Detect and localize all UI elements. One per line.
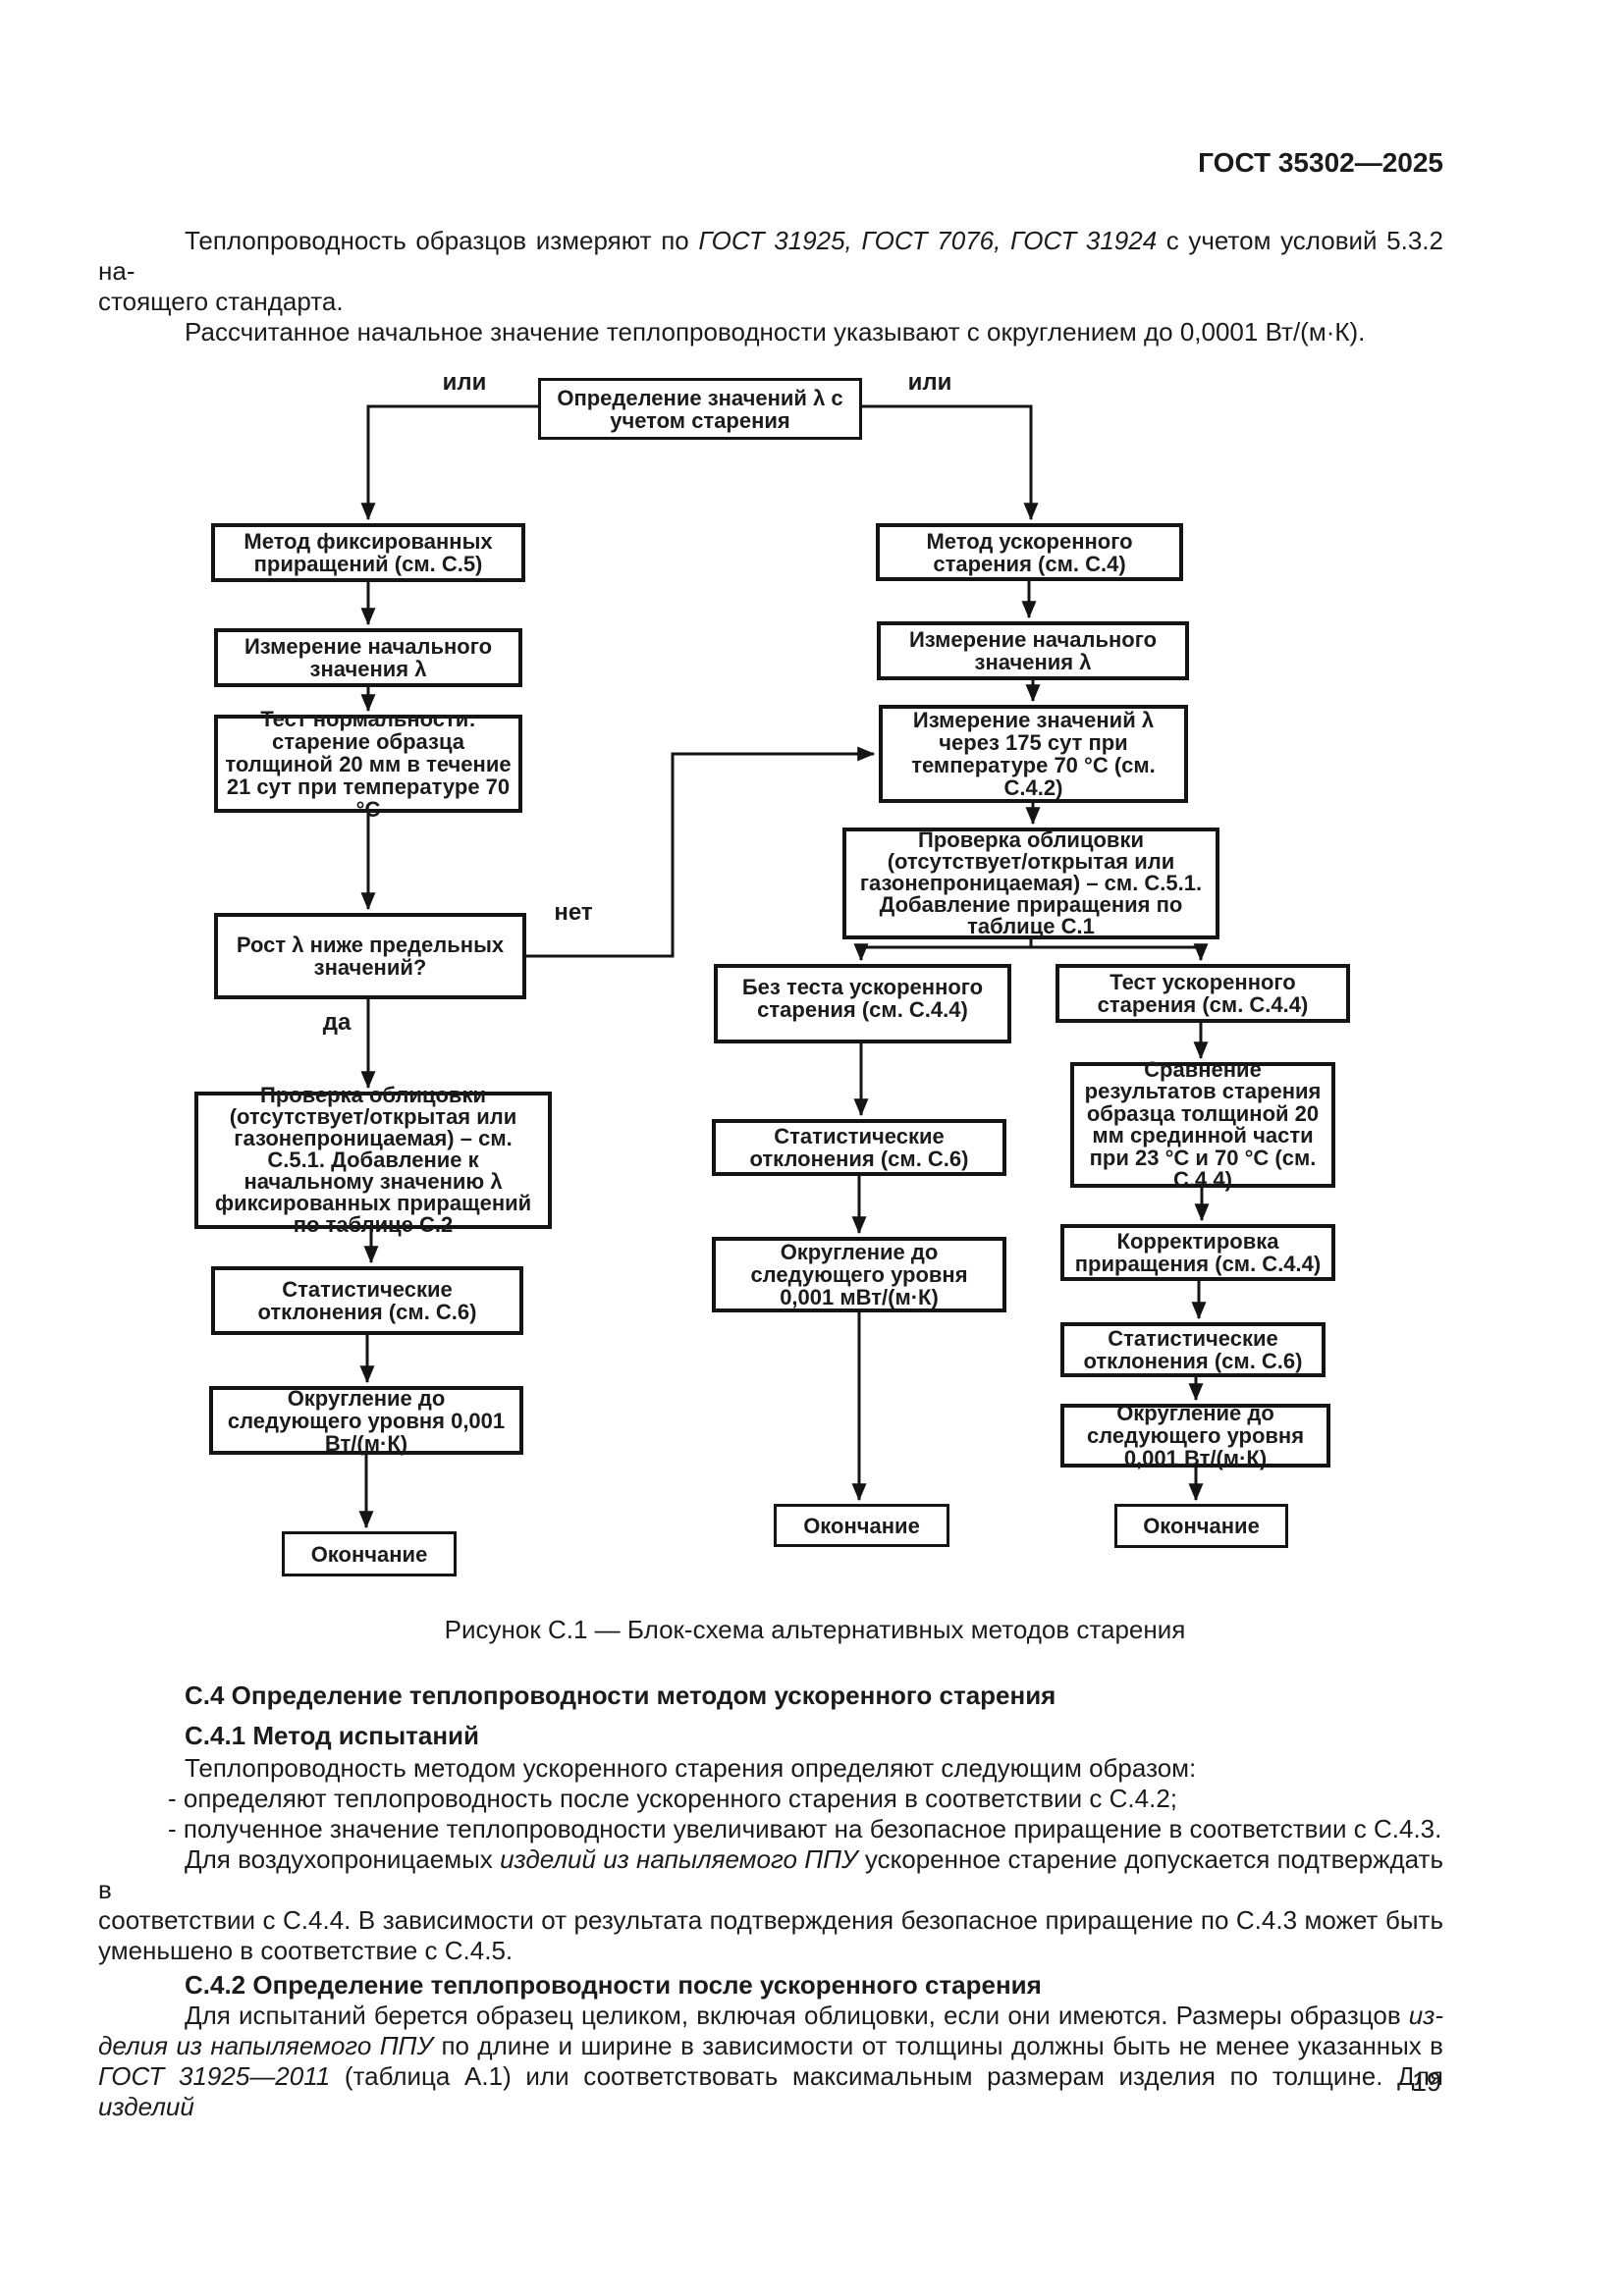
flow-node-end-mid: Окончание xyxy=(774,1504,949,1547)
list-item: - определяют теплопроводность после уско… xyxy=(168,1784,1178,1813)
standard-reference: ГОСТ 35302—2025 xyxy=(1198,147,1443,178)
flow-node-measure-175-days: Измерение значений λ через 175 сут при т… xyxy=(879,705,1188,803)
section-heading-c41: С.4.1 Метод испытаний xyxy=(98,1721,1443,1751)
flow-node-initial-measure-right: Измерение начального значения λ xyxy=(877,621,1189,680)
flow-node-rounding-right: Округление до следующего уровня 0,001 Вт… xyxy=(1060,1402,1330,1469)
paragraph: Для испытаний берется образец целиком, в… xyxy=(98,2001,1444,2121)
flow-node-without-acc-test: Без теста ускоренного старения (см. С.4.… xyxy=(714,964,1011,1043)
flow-node-stat-deviation-right: Статистические отклонения (см. С.6) xyxy=(1060,1322,1326,1377)
heading-text: С.4.1 Метод испытаний xyxy=(185,1721,480,1750)
edge-label-no: нет xyxy=(554,899,593,926)
figure-caption: Рисунок С.1 — Блок-схема альтернативных … xyxy=(444,1615,1186,1644)
heading-text: С.4.2 Определение теплопроводности после… xyxy=(185,1970,1042,2000)
flow-node-acc-test: Тест ускоренного старения (см. С.4.4) xyxy=(1056,964,1350,1023)
flow-node-rounding-mid: Округление до следующего уровня 0,001 мВ… xyxy=(712,1237,1006,1312)
page-number: 19 xyxy=(1411,2067,1441,2097)
flow-node-stat-deviation-mid: Статистические отклонения (см. С.6) xyxy=(712,1119,1006,1176)
edge-label-or-right: или xyxy=(907,369,952,396)
section-heading-c42: С.4.2 Определение теплопроводности после… xyxy=(98,1970,1443,2001)
paragraph: Рассчитанное начальное значение теплопро… xyxy=(185,317,1366,347)
flow-node-facing-check-right: Проверка облицовки (отсутствует/открытая… xyxy=(842,828,1219,939)
flow-node-normality-test: Тест нормальности: старение образца толщ… xyxy=(214,708,522,821)
edge-label-or-left: или xyxy=(442,369,487,396)
flow-node-compare-results: Сравнение результатов старения образца т… xyxy=(1070,1058,1335,1191)
paragraph: Для воздухопроницаемых изделий из напыля… xyxy=(98,1844,1444,1965)
section-heading-c4: С.4 Определение теплопроводности методом… xyxy=(98,1681,1443,1711)
flow-node-initial-measure-left: Измерение начального значения λ xyxy=(214,628,522,687)
intro-text: Теплопроводность образцов измеряют по ГО… xyxy=(98,226,1443,347)
flow-node-end-left: Окончание xyxy=(282,1531,457,1576)
heading-text: С.4 Определение теплопроводности методом… xyxy=(185,1681,1056,1710)
flow-node-facing-check-left: Проверка облицовки (отсутствует/открытая… xyxy=(194,1085,552,1236)
paragraph: Теплопроводность образцов измеряют по ГО… xyxy=(98,226,1443,316)
paragraph: Теплопроводность методом ускоренного ста… xyxy=(185,1753,1197,1783)
flow-node-adjust-increment: Корректировка приращения (см. С.4.4) xyxy=(1060,1224,1335,1281)
edge-label-yes: да xyxy=(322,1009,352,1036)
body-sections: С.4 Определение теплопроводности методом… xyxy=(98,1681,1443,2122)
flow-node-growth-question: Рост λ ниже предельных значений? xyxy=(214,913,526,999)
flow-node-start: Определение значений λ с учетом старения xyxy=(538,378,862,440)
flow-node-fixed-increments: Метод фиксированных приращений (см. С.5) xyxy=(211,523,525,582)
list-item: - полученное значение теплопроводности у… xyxy=(168,1814,1442,1843)
flow-node-accelerated-method: Метод ускоренного старения (см. С.4) xyxy=(876,523,1183,581)
flow-node-rounding-left: Округление до следующего уровня 0,001 Вт… xyxy=(209,1386,523,1455)
flow-node-stat-deviation-left: Статистические отклонения (см. С.6) xyxy=(211,1266,523,1335)
flow-node-end-right: Окончание xyxy=(1114,1504,1288,1548)
